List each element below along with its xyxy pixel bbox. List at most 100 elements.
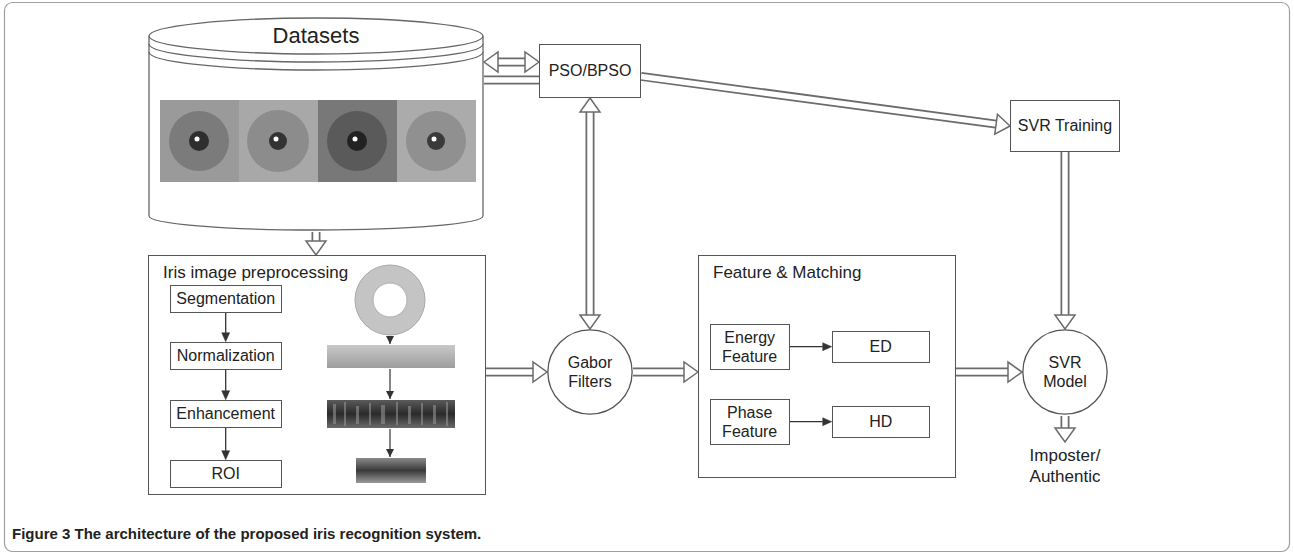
- flow-arrow: [222, 313, 230, 342]
- arrow-shaft: [956, 369, 1008, 375]
- node-label: Normalization: [177, 346, 275, 365]
- node-label: SVR Model: [1030, 353, 1100, 391]
- group-box: Feature & MatchingEnergy Feature ED Phase …: [698, 255, 956, 478]
- group-heading: Feature & Matching: [713, 263, 941, 283]
- arrow-shaft: [498, 58, 525, 67]
- node-label: Gabor Filters: [555, 353, 625, 391]
- arrowhead: [306, 241, 326, 255]
- arrow-shaft: [498, 59, 525, 65]
- arrow-shaft: [225, 370, 226, 391]
- arrow-shaft: [484, 77, 539, 83]
- glint: [274, 137, 279, 142]
- arrow-shaft: [486, 369, 533, 375]
- arrow-shaft: [956, 368, 1008, 377]
- node-label: Phase Feature: [717, 403, 783, 441]
- iris-photo: [160, 100, 239, 182]
- arrowhead: [484, 52, 498, 72]
- circle-outline: [1023, 330, 1107, 414]
- step-box: Normalization: [170, 342, 282, 370]
- arrow-shaft: [484, 75, 539, 84]
- arrowhead: [222, 333, 230, 342]
- arrow-shaft: [587, 112, 593, 315]
- step-box: ROI: [170, 460, 282, 488]
- arrow-shaft: [225, 313, 226, 333]
- preprocessing-images: [327, 265, 455, 483]
- node-label: Segmentation: [176, 289, 275, 308]
- arrow-shaft: [633, 369, 684, 375]
- node-label: PSO/BPSO: [549, 61, 632, 80]
- flow-arrow: [222, 428, 230, 460]
- arrowhead: [1008, 362, 1022, 382]
- arrow-shaft: [313, 232, 319, 241]
- arrow-shaft: [225, 428, 226, 451]
- block-arrow: [580, 98, 600, 329]
- arrowhead: [533, 362, 547, 382]
- circle-outline: [548, 330, 632, 414]
- node-label: SVR Training: [1018, 116, 1112, 135]
- feature-box: Phase Feature: [710, 399, 790, 445]
- feature-box: Energy Feature: [710, 324, 790, 370]
- step-box: Enhancement: [170, 400, 282, 428]
- block-arrow: [306, 232, 326, 255]
- decision-arrow: [1055, 416, 1075, 442]
- segmented-iris-ring: [355, 265, 425, 335]
- block-arrow: [1055, 152, 1075, 329]
- iris-disc: [406, 111, 466, 171]
- process-box: PSO/BPSO: [539, 44, 641, 98]
- filter-circle: Gabor Filters: [547, 329, 633, 415]
- node-label: ED: [870, 337, 892, 356]
- arrow-shaft: [633, 368, 684, 377]
- step-arrow: [389, 369, 390, 399]
- arrowhead: [1055, 315, 1075, 329]
- arrowhead: [684, 362, 698, 382]
- pupil: [269, 132, 287, 150]
- block-arrow: [633, 362, 698, 382]
- arrowhead: [525, 52, 539, 72]
- node-label: Energy Feature: [717, 328, 783, 366]
- arrow-shaft: [790, 346, 823, 347]
- node-label: Datasets: [148, 23, 484, 49]
- block-arrow: [484, 52, 539, 72]
- pupil-hole: [373, 283, 407, 317]
- flow-arrow: [790, 343, 832, 351]
- process-box: SVR Training: [1010, 100, 1120, 152]
- group-heading: Iris image preprocessing: [163, 263, 471, 283]
- pupil: [427, 132, 445, 150]
- decision-label: Imposter/ Authentic: [1010, 445, 1120, 488]
- flow-arrow: [222, 370, 230, 400]
- normalized-strip: [327, 345, 455, 368]
- glint: [195, 137, 200, 142]
- figure-frame: [5, 3, 1290, 552]
- block-arrow: [641, 76, 1010, 134]
- node-label: HD: [869, 412, 892, 431]
- arrowhead: [222, 391, 230, 400]
- arrowhead: [823, 343, 832, 351]
- step-arrow: [389, 429, 390, 457]
- strip-texture: [333, 402, 448, 426]
- node-label: ROI: [211, 464, 239, 483]
- iris-photo: [397, 100, 476, 182]
- cylinder-outline: [149, 18, 483, 230]
- glint: [432, 137, 437, 142]
- metric-box: HD: [832, 406, 930, 438]
- flow-arrow: [790, 418, 832, 426]
- iris-photo: [239, 100, 318, 182]
- step-arrow: [389, 336, 390, 344]
- group-box: Iris image preprocessingSegmentationNorm…: [148, 255, 486, 495]
- arrow-shaft: [312, 232, 321, 241]
- arrow-shaft: [586, 112, 595, 315]
- cylinder-outline: [148, 16, 484, 232]
- enhanced-strip: [327, 400, 455, 428]
- arrowhead: [823, 418, 832, 426]
- pupil: [189, 131, 209, 151]
- node-label: Enhancement: [176, 404, 275, 423]
- metric-box: ED: [832, 331, 930, 363]
- arrow-shaft: [790, 421, 823, 422]
- circle-outline: [1022, 329, 1108, 415]
- arrow-shaft: [641, 76, 996, 124]
- arrow-shaft: [1061, 152, 1070, 315]
- arrow-shaft: [641, 76, 996, 124]
- iris-disc: [247, 110, 309, 172]
- iris-disc: [327, 111, 387, 171]
- circle-outline: [547, 329, 633, 415]
